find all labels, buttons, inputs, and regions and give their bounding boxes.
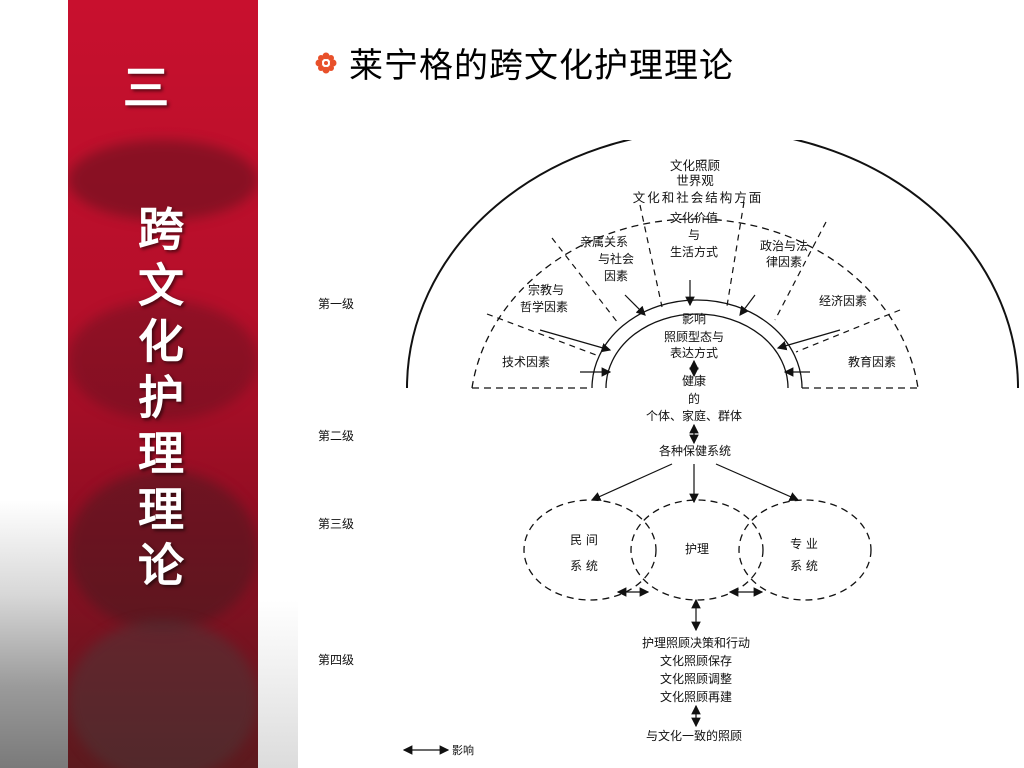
sidebar-banner: 三 跨文化护理理论 bbox=[68, 0, 258, 768]
action-accommodation: 文化照顾调整 bbox=[660, 671, 732, 686]
center-care-pattern: 照顾型态与 bbox=[664, 330, 724, 344]
center-influence: 影响 bbox=[682, 311, 706, 326]
factor-economic: 经济因素 bbox=[819, 293, 867, 308]
mountain-mist bbox=[68, 620, 258, 768]
professional-system-circle bbox=[738, 499, 872, 601]
mountain-mist bbox=[68, 300, 258, 420]
top-label-cultural-care: 文化照顾 bbox=[670, 158, 720, 173]
level-2: 第二级 bbox=[318, 429, 354, 443]
factor-technology: 技术因素 bbox=[502, 355, 550, 369]
outcome-congruent-care: 与文化一致的照顾 bbox=[646, 728, 742, 743]
system-arrows bbox=[590, 463, 800, 504]
factor-education: 教育因素 bbox=[848, 354, 896, 369]
inner-arc-2 bbox=[605, 313, 789, 389]
folk-system-circle bbox=[523, 499, 657, 601]
section-title: 跨文化护理理论 bbox=[131, 205, 185, 597]
action-repatterning: 文化照顾再建 bbox=[660, 689, 732, 704]
factor-political: 政治与法 bbox=[760, 239, 808, 253]
top-label-social-structure: 文化和社会结构方面 bbox=[633, 190, 764, 205]
folk-system-label: 民 间 bbox=[570, 533, 598, 547]
nursing-circle bbox=[630, 499, 764, 601]
folk-system-label-2: 系 统 bbox=[570, 559, 598, 573]
influence-arrows bbox=[539, 280, 841, 377]
center-expression: 表达方式 bbox=[670, 345, 718, 360]
legend-label: 影响 bbox=[452, 744, 474, 757]
action-decisions: 护理照顾决策和行动 bbox=[642, 636, 750, 650]
mountain-mist bbox=[68, 140, 258, 220]
professional-system-label: 专 业 bbox=[790, 536, 818, 551]
individual-of: 的 bbox=[688, 391, 700, 406]
left-mist-decoration bbox=[0, 500, 68, 768]
slide-heading: 莱宁格的跨文化护理理论 bbox=[315, 38, 734, 87]
middle-dashed-arc bbox=[471, 218, 919, 389]
professional-system-label-2: 系 统 bbox=[790, 559, 818, 573]
flower-bullet-icon bbox=[315, 52, 337, 74]
factor-kinship: 亲属关系 bbox=[580, 235, 628, 249]
center-health: 健康 bbox=[682, 373, 706, 388]
top-label-worldview: 世界观 bbox=[676, 173, 714, 188]
sunrise-model-diagram: 文化照顾 世界观 文化和社会结构方面 文化价值 与 生活方式 亲属关系 与社会 … bbox=[318, 140, 1019, 757]
factor-cultural-values-2: 与 bbox=[688, 228, 700, 242]
health-systems: 各种保健系统 bbox=[659, 443, 731, 458]
individual-family-group: 个体、家庭、群体 bbox=[646, 408, 742, 423]
sector-dividers bbox=[486, 201, 901, 356]
mountain-mist bbox=[68, 470, 258, 630]
factor-kinship-2: 与社会 bbox=[598, 251, 634, 266]
right-mist-decoration bbox=[258, 600, 298, 768]
level-1: 第一级 bbox=[318, 297, 354, 311]
factor-cultural-values-3: 生活方式 bbox=[670, 244, 718, 259]
factor-religion-2: 哲学因素 bbox=[520, 299, 568, 314]
sidebar-title: 三 跨文化护理理论 bbox=[68, 0, 258, 768]
action-preservation: 文化照顾保存 bbox=[660, 653, 732, 668]
factor-kinship-3: 因素 bbox=[604, 269, 628, 283]
outer-arc bbox=[406, 140, 1019, 389]
heading-text: 莱宁格的跨文化护理理论 bbox=[349, 46, 734, 86]
level-4: 第四级 bbox=[318, 653, 354, 667]
factor-political-2: 律因素 bbox=[766, 255, 802, 269]
section-number: 三 bbox=[123, 61, 169, 115]
nursing-label: 护理 bbox=[685, 542, 709, 556]
factor-cultural-values: 文化价值 bbox=[670, 210, 718, 225]
level-3: 第三级 bbox=[318, 517, 354, 531]
factor-religion: 宗教与 bbox=[528, 282, 564, 297]
